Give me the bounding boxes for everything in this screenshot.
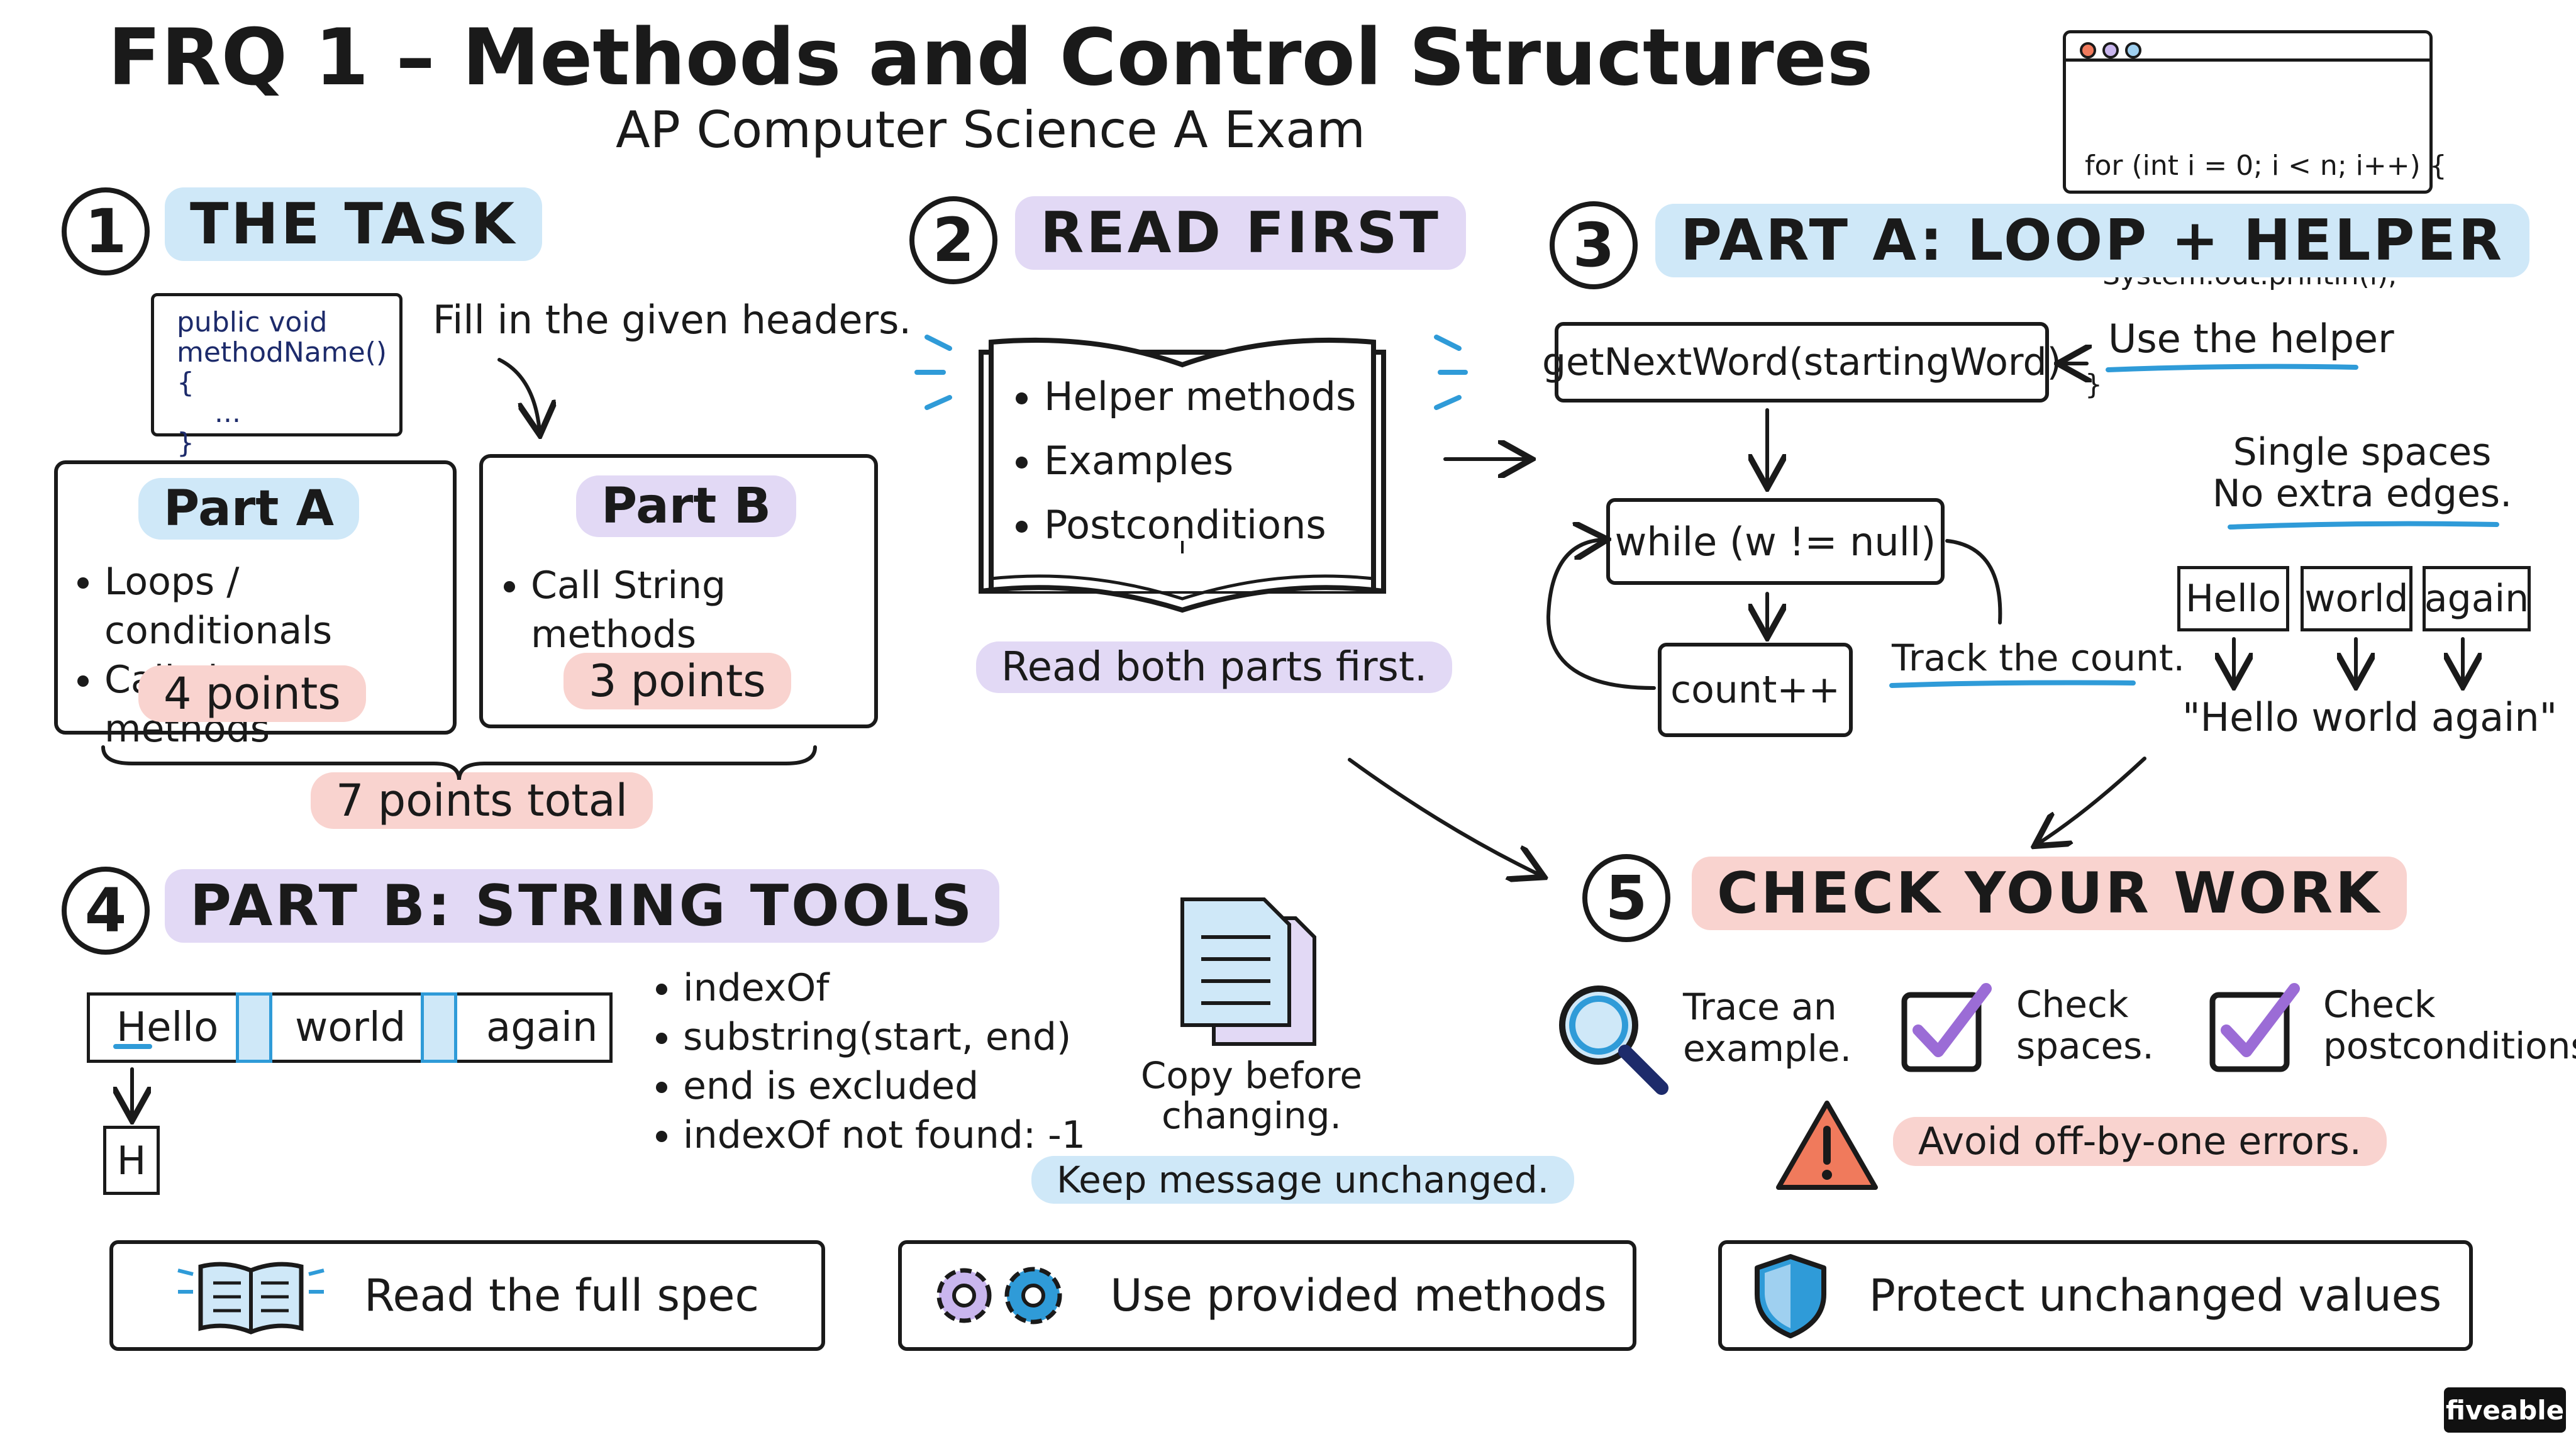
list-item: Examples — [1044, 429, 1356, 493]
count-increment: count++ — [1670, 668, 1840, 712]
window-dot-blue — [2125, 42, 2141, 58]
part-a-points: 4 points — [138, 665, 366, 722]
code-line: ... — [214, 397, 241, 429]
shield-icon — [1754, 1254, 1826, 1338]
note-line: spaces. — [2016, 1024, 2154, 1067]
part-b-list: Call String methods — [499, 561, 874, 659]
check-item-text: Check postconditions. — [2323, 984, 2576, 1067]
single-spaces-note: Single spaces No extra edges. — [2205, 431, 2519, 514]
section-4-number: 4 — [62, 867, 150, 955]
use-helper-note: Use the helper — [2108, 316, 2394, 362]
section-2-number: 2 — [909, 196, 997, 284]
list-item: Loops / conditionals — [104, 557, 453, 655]
list-item: indexOf — [683, 963, 1085, 1013]
part-b-points: 3 points — [564, 653, 791, 709]
joined-result: "Hello world again" — [2182, 694, 2558, 740]
tip-protect-values: Protect unchanged values — [1718, 1240, 2473, 1351]
part-a-title: Part A — [138, 478, 359, 540]
code-line: for (int i = 0; i < n; i++) { — [2085, 150, 2447, 182]
code-line: } — [177, 427, 194, 459]
read-first-list: Helper methods Examples Postconditions — [1013, 365, 1356, 557]
check-item-text: Trace an example. — [1683, 986, 1852, 1069]
window-dot-red — [2080, 42, 2096, 58]
book-icon — [177, 1262, 325, 1335]
warning-icon — [1776, 1101, 1878, 1190]
brand-label: fiveable — [2445, 1394, 2565, 1426]
section-3-number: 3 — [1550, 201, 1638, 289]
string-index-strip: Hello world again — [87, 992, 613, 1063]
string-methods-list: indexOf substring(start, end) end is exc… — [652, 963, 1085, 1160]
document-copy-icon — [1180, 897, 1316, 1046]
window-dots — [2080, 42, 2141, 58]
code-line: public void — [177, 306, 328, 338]
word-box: again — [2423, 566, 2531, 631]
note-line: No extra edges. — [2212, 472, 2512, 516]
keep-message-note: Keep message unchanged. — [1031, 1156, 1575, 1204]
window-dot-purple — [2102, 42, 2119, 58]
list-item: Helper methods — [1044, 365, 1356, 429]
open-book-icon — [979, 337, 1386, 613]
points-total: 7 points total — [311, 772, 653, 829]
fill-headers-note: Fill in the given headers. — [433, 297, 912, 343]
method-header-code: public void methodName() { ... } — [151, 293, 402, 458]
note-line: Single spaces — [2233, 430, 2492, 474]
section-5-title: CHECK YOUR WORK — [1692, 857, 2407, 930]
tip-use-methods: Use provided methods — [898, 1240, 1636, 1351]
count-box: count++ — [1658, 643, 1853, 737]
word-box: Hello — [2177, 566, 2289, 631]
tip-label: Protect unchanged values — [1868, 1270, 2442, 1321]
list-item: Postconditions — [1044, 493, 1356, 557]
open-book: Helper methods Examples Postconditions — [969, 327, 1409, 623]
page-title: FRQ 1 – Methods and Control Structures — [108, 13, 1874, 103]
section-2-title: READ FIRST — [1015, 196, 1466, 270]
space-marker — [236, 992, 272, 1063]
note-line: Check — [2016, 983, 2129, 1026]
space-marker — [421, 992, 457, 1063]
note-line: postconditions. — [2323, 1024, 2576, 1067]
while-condition: while (w != null) — [1614, 518, 1936, 565]
list-item: substring(start, end) — [683, 1013, 1085, 1062]
section-3-title: PART A: LOOP + HELPER — [1655, 204, 2530, 277]
magnifier-icon — [1559, 985, 1668, 1095]
part-b-card: Part B Call String methods 3 points — [479, 454, 878, 728]
section-4-title: PART B: STRING TOOLS — [165, 869, 1000, 943]
helper-call: getNextWord(startingWord) — [1541, 340, 2062, 384]
track-count-note: Track the count. — [1892, 636, 2185, 679]
while-loop-box: while (w != null) — [1606, 498, 1945, 585]
tip-label: Read the full spec — [364, 1270, 759, 1321]
checkbox-icon — [1901, 983, 1992, 1072]
list-item: indexOf not found: -1 — [683, 1111, 1085, 1160]
code-line: methodName() { — [177, 336, 387, 399]
string-word: world — [295, 1004, 406, 1051]
check-item-text: Check spaces. — [2016, 984, 2154, 1067]
tip-label: Use provided methods — [1110, 1270, 1607, 1321]
list-item: end is excluded — [683, 1062, 1085, 1111]
section-5-number: 5 — [1582, 854, 1670, 942]
checkbox-icon — [2209, 983, 2300, 1072]
word-box: world — [2301, 566, 2412, 631]
gears-icon — [936, 1267, 1062, 1324]
read-both-note: Read both parts first. — [976, 641, 1453, 693]
page-subtitle: AP Computer Science A Exam — [615, 101, 1366, 159]
list-item: Call String methods — [531, 561, 874, 659]
note-line: Trace an — [1683, 985, 1837, 1028]
first-char-box: H — [103, 1126, 160, 1195]
part-b-title: Part B — [576, 475, 797, 537]
string-word: again — [486, 1004, 598, 1051]
part-a-card: Part A Loops / conditionals Call class m… — [54, 460, 457, 751]
section-1-title: THE TASK — [165, 187, 543, 261]
note-line: example. — [1683, 1027, 1852, 1070]
section-1-number: 1 — [62, 187, 150, 275]
note-line: Copy before — [1140, 1054, 1363, 1097]
note-line: Check — [2323, 983, 2436, 1026]
helper-call-box: getNextWord(startingWord) — [1542, 322, 2062, 402]
note-line: changing. — [1162, 1094, 1341, 1137]
brand-logo: fiveable — [2444, 1387, 2566, 1433]
copy-before-note: Copy before changing. — [1126, 1055, 1377, 1136]
tip-read-spec: Read the full spec — [109, 1240, 825, 1351]
code-window: for (int i = 0; i < n; i++) { System.out… — [2063, 30, 2447, 401]
string-word: Hello — [116, 1004, 219, 1051]
off-by-one-warning: Avoid off-by-one errors. — [1893, 1117, 2387, 1166]
